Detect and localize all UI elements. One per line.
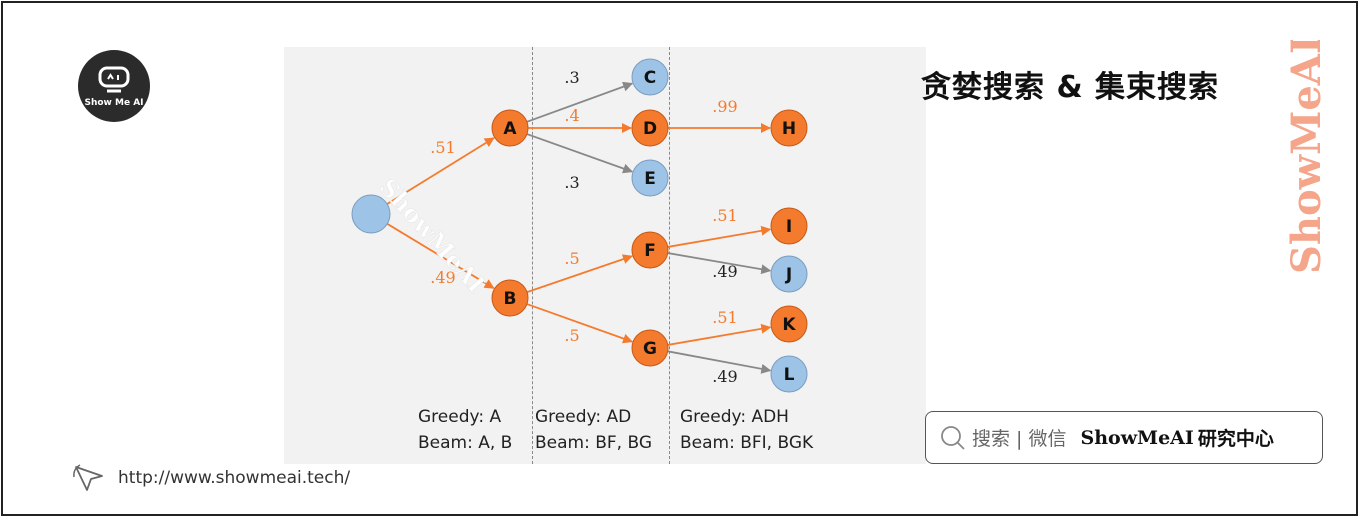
- edge-G-L: [667, 350, 772, 374]
- caption-col-2: Greedy: AD Beam: BF, BG: [535, 404, 652, 456]
- caption-col-1: Greedy: A Beam: A, B: [418, 404, 512, 456]
- logo-text: Show Me AI: [84, 97, 144, 108]
- node-label-H: H: [782, 119, 796, 139]
- diagram-panel: [284, 47, 926, 464]
- node-C: [631, 58, 669, 96]
- edge-prob-F-J: .49: [712, 262, 737, 281]
- edge-prob-D-H: .99: [712, 97, 737, 116]
- node-F: [631, 231, 669, 269]
- edge-F-J: [667, 252, 772, 275]
- robot-icon: [98, 66, 130, 92]
- node-label-I: I: [786, 217, 792, 237]
- node-J: [770, 255, 808, 293]
- edge-F-I: [667, 225, 772, 248]
- side-brand-text: ShowMeAI: [1283, 40, 1330, 274]
- edge-prob-B-G: .5: [564, 326, 579, 345]
- edge-B-G: [526, 303, 634, 344]
- edge-G-K: [667, 323, 772, 346]
- edge-prob-B-F: .5: [564, 249, 579, 268]
- edge-prob-F-I: .51: [712, 206, 737, 225]
- footer-url-row[interactable]: http://www.showmeai.tech/: [72, 463, 350, 493]
- edge-A-C: [526, 81, 634, 123]
- node-label-A: A: [503, 119, 517, 139]
- beam-caption-2: Beam: BF, BG: [535, 433, 653, 453]
- page-title: 贪婪搜索 & 集束搜索: [921, 70, 1220, 105]
- edge-prob-root-B: .49: [430, 268, 455, 287]
- node-label-F: F: [644, 241, 656, 261]
- search-label: 搜索 | 微信: [972, 428, 1067, 450]
- edge-prob-A-C: .3: [564, 68, 579, 87]
- node-label-B: B: [504, 289, 517, 309]
- edge-prob-A-D: .4: [564, 106, 579, 125]
- node-root: [351, 194, 391, 234]
- showmeai-logo: Show Me AI: [78, 50, 150, 122]
- edge-prob-root-A: .51: [430, 138, 455, 157]
- search-brand: ShowMeAI: [1080, 426, 1194, 449]
- search-brand-cn: 研究中心: [1197, 428, 1274, 450]
- edge-A-E: [526, 133, 634, 174]
- greedy-caption-2: Greedy: AD: [535, 407, 632, 427]
- divider-1: [532, 47, 533, 464]
- cursor-pointer-icon: [73, 464, 103, 491]
- node-A: [491, 109, 529, 147]
- node-label-D: D: [643, 119, 657, 139]
- caption-col-3: Greedy: ADH Beam: BFI, BGK: [680, 404, 813, 456]
- node-G: [631, 329, 669, 367]
- node-label-E: E: [644, 169, 656, 189]
- edge-prob-A-E: .3: [564, 173, 579, 192]
- node-K: [770, 305, 808, 343]
- node-label-K: K: [782, 315, 796, 335]
- greedy-caption-3: Greedy: ADH: [680, 407, 789, 427]
- edge-prob-G-L: .49: [712, 367, 737, 386]
- node-B: [491, 279, 529, 317]
- node-label-L: L: [784, 365, 795, 385]
- greedy-caption-1: Greedy: A: [418, 407, 502, 427]
- beam-caption-1: Beam: A, B: [418, 433, 513, 453]
- node-H: [770, 109, 808, 147]
- edge-root-B: [386, 223, 495, 289]
- divider-2: [669, 47, 670, 464]
- search-wechat-box[interactable]: 搜索 | 微信 ShowMeAI 研究中心: [925, 411, 1323, 464]
- node-label-G: G: [643, 339, 657, 359]
- search-icon: [941, 425, 965, 450]
- side-brand-vertical: ShowMeAI: [1283, 40, 1330, 274]
- beam-caption-3: Beam: BFI, BGK: [680, 433, 814, 453]
- node-label-C: C: [644, 68, 656, 88]
- edge-root-A: [386, 137, 495, 205]
- node-E: [631, 159, 669, 197]
- edge-B-F: [526, 254, 633, 294]
- node-L: [770, 355, 808, 393]
- node-D: [631, 109, 669, 147]
- node-I: [770, 207, 808, 245]
- footer-url[interactable]: http://www.showmeai.tech/: [118, 468, 351, 488]
- node-label-J: J: [785, 265, 792, 285]
- edge-prob-G-K: .51: [712, 308, 737, 327]
